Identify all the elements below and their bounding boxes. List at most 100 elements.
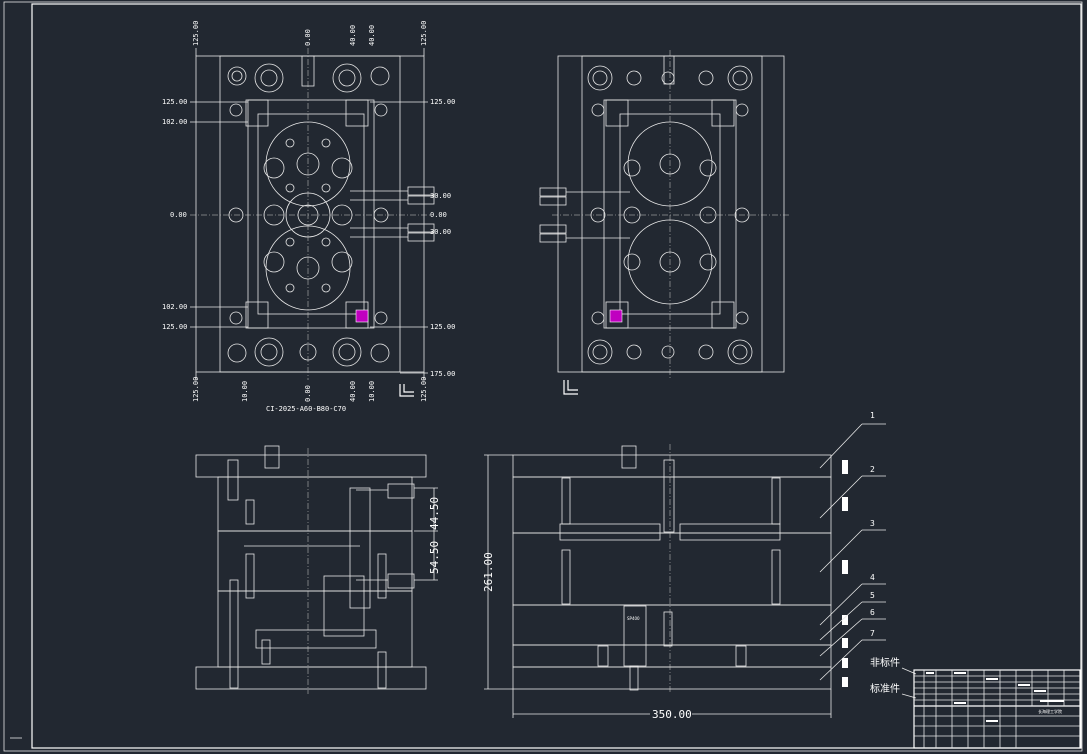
dim-bot-6: 125.00: [420, 377, 428, 402]
dim-bot-2: 10.00: [241, 381, 249, 402]
bl-sprue-bush: [264, 445, 280, 469]
bl-dim-b: 54.50: [428, 541, 441, 574]
bl-bottom-clamp: [195, 666, 427, 690]
callout-4: 4: [870, 573, 875, 582]
bl-bolt-2: [245, 553, 255, 599]
bl-top-clamp: [195, 454, 427, 478]
insert-frame: [257, 113, 365, 315]
bolt-left-1: [229, 103, 243, 117]
guide-pin-br: [370, 343, 390, 363]
tr-pin-1: [587, 65, 613, 91]
br-marks-4: [842, 615, 848, 625]
callout-7: 7: [870, 629, 875, 638]
outer-frame: [3, 1, 1083, 752]
br-marks-6: [842, 658, 848, 668]
lock-block-tl: [245, 99, 269, 127]
bl-dim-a: 44.50: [428, 497, 441, 530]
highlight-block: [355, 309, 369, 323]
dim-left-3: 0.00: [170, 211, 187, 219]
return-pin-bl-inner: [260, 343, 278, 361]
title-block[interactable]: 长海理工学院: [913, 669, 1081, 749]
guide-pin-tl-inner: [231, 70, 243, 82]
br-sprue-puller: [663, 459, 675, 533]
bolt-left-3: [229, 311, 243, 325]
tr-origin-mark: [563, 380, 578, 395]
part-code: CI-2025-A60-B80-C70: [266, 405, 346, 413]
dim-right-3: 125.00: [430, 323, 455, 331]
callout-1: 1: [870, 411, 875, 420]
br-bottom-clamp: [512, 666, 832, 690]
br-return-pin: [663, 611, 673, 647]
legend: 非标件 标准件: [870, 657, 917, 699]
return-pin-tl-inner: [260, 69, 278, 87]
legend-standard: 标准件: [870, 683, 900, 695]
br-bolt-5: [597, 645, 609, 667]
nozzle-dim-2: 30.00: [430, 228, 451, 236]
return-pin-br-inner: [338, 343, 356, 361]
br-bolt-1: [561, 477, 571, 525]
guide-pin-tl: [227, 66, 247, 86]
return-pin-tr-inner: [338, 69, 356, 87]
br-marks-3: [842, 560, 848, 574]
mold-plate-outline: [219, 55, 401, 373]
br-b-plate: [512, 532, 832, 606]
ejector-2: [321, 138, 331, 148]
cavity-plate-outline: [247, 99, 375, 329]
bl-ejector-plate: [255, 629, 377, 649]
bolt-right-3: [374, 311, 388, 325]
cavity-right-bot: [331, 251, 353, 273]
dim-right-2: 0.00: [430, 211, 447, 219]
callout-2: 2: [870, 465, 875, 474]
bl-b-plate: [217, 530, 413, 592]
guide-pin-tr: [370, 66, 390, 86]
ejector-5: [285, 237, 295, 247]
ejector-6: [321, 237, 331, 247]
br-width-dim: 350.00: [652, 708, 692, 721]
bl-bolt-4: [261, 639, 271, 665]
callout-leaders: [819, 423, 886, 681]
tr-pin-3-inner: [592, 344, 608, 360]
tr-pin-4: [727, 339, 753, 365]
br-ejector-retainer: [512, 644, 832, 668]
br-bolt-2: [771, 477, 781, 525]
tr-outer-plate: [557, 55, 785, 373]
br-bolt-3: [561, 549, 571, 605]
bottom-left-front-view[interactable]: 44.50 54.50: [195, 445, 441, 694]
bl-bolt-3: [377, 553, 387, 599]
inner-frame: [31, 3, 1082, 749]
ejector-4: [321, 183, 331, 193]
tr-side-bolt-r: [734, 207, 750, 223]
guide-pin-bl: [227, 343, 247, 363]
dim-right-1: 125.00: [430, 98, 455, 106]
top-left-plan-view[interactable]: 125.00 0.00 40.00 40.00 125.00 125.00 10…: [162, 21, 455, 413]
tr-bolt-3: [626, 344, 642, 360]
tr-pin-4-inner: [732, 344, 748, 360]
dim-top-2: 0.00: [304, 29, 312, 46]
br-bolt-6: [735, 645, 747, 667]
br-marks-1: [842, 460, 848, 474]
tr-fitting-4: [539, 233, 567, 243]
top-right-plan-view[interactable]: [539, 50, 790, 395]
dim-left-1: 125.00: [162, 98, 187, 106]
br-core-insert-l: [559, 523, 661, 541]
tr-fitting-1: [539, 187, 567, 197]
br-bolt-4: [771, 549, 781, 605]
br-ejector-label: SP400: [627, 616, 640, 621]
dim-top-3: 40.00: [349, 25, 357, 46]
tr-hole-2: [699, 159, 717, 177]
tr-side-bolt-l3: [591, 311, 605, 325]
tr-highlight-block: [609, 309, 623, 323]
br-height-dim: 261.00: [482, 552, 495, 592]
tr-lock-bl: [605, 301, 629, 329]
bl-part-cavity: [323, 575, 365, 637]
legend-non-standard: 非标件: [870, 657, 900, 669]
bolt-right-1: [374, 103, 388, 117]
tr-bolt-2: [698, 70, 714, 86]
tr-side-bolt-l2: [591, 103, 605, 117]
callout-6: 6: [870, 608, 875, 617]
bottom-right-side-view[interactable]: SP400 261.00 350.00: [482, 411, 886, 721]
br-ejector-block: [623, 605, 647, 667]
ejector-1: [285, 138, 295, 148]
dim-left-5: 125.00: [162, 323, 187, 331]
